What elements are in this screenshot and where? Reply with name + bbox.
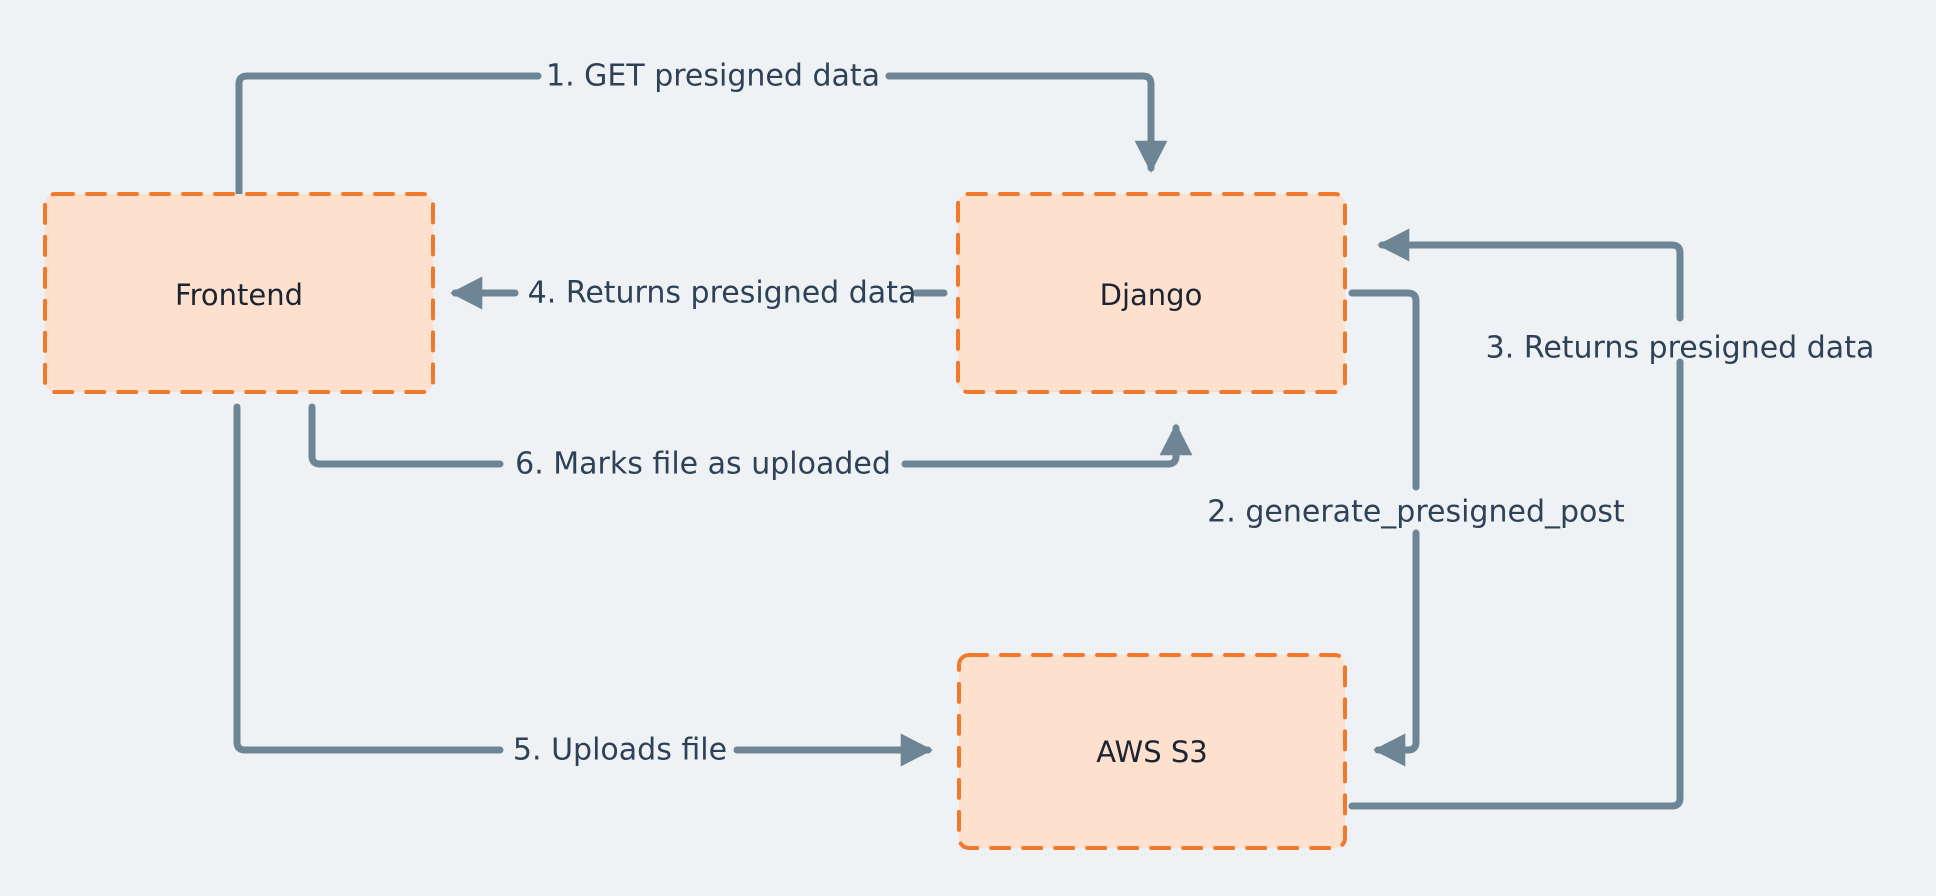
node-frontend[interactable]: Frontend <box>43 192 435 394</box>
node-django-label: Django <box>1100 278 1203 312</box>
edge-3-path-bottom <box>1348 358 1684 810</box>
edge-2-path-bottom <box>1373 529 1420 767</box>
edge-2-path-top <box>1348 289 1420 491</box>
edge-2-label: 2. generate_presigned_post <box>1207 495 1625 530</box>
node-aws-s3-box[interactable] <box>957 653 1347 850</box>
edge-3-path-top <box>1377 228 1684 322</box>
edge-1-path-right <box>885 72 1168 173</box>
edge-3-returns-presigned-data: 3. Returns presigned data <box>1348 228 1875 810</box>
edge-2-generate-presigned-post: 2. generate_presigned_post <box>1207 289 1625 767</box>
edge-3-label: 3. Returns presigned data <box>1486 331 1875 366</box>
edge-5-label: 5. Uploads file <box>513 733 727 768</box>
edge-4-label: 4. Returns presigned data <box>528 276 917 311</box>
edge-1-label: 1. GET presigned data <box>546 59 880 94</box>
node-django-box[interactable] <box>956 192 1347 394</box>
edge-6-path-right <box>901 423 1193 468</box>
edge-5-uploads-file: 5. Uploads file <box>233 403 933 768</box>
edge-1-path-left <box>235 72 542 198</box>
edge-1-get-presigned-data: 1. GET presigned data <box>235 59 1168 198</box>
node-frontend-label: Frontend <box>175 278 303 312</box>
edge-6-label: 6. Marks file as uploaded <box>515 447 891 482</box>
edge-5-path-left <box>233 403 504 754</box>
node-frontend-box[interactable] <box>43 192 435 394</box>
node-aws-s3[interactable]: AWS S3 <box>957 653 1347 850</box>
node-aws-s3-label: AWS S3 <box>1096 735 1207 769</box>
edge-6-marks-file-as-uploaded: 6. Marks file as uploaded <box>308 403 1193 482</box>
edge-4-returns-presigned-data: 4. Returns presigned data <box>450 276 948 311</box>
node-django[interactable]: Django <box>956 192 1347 394</box>
edge-6-path-left <box>308 403 504 468</box>
